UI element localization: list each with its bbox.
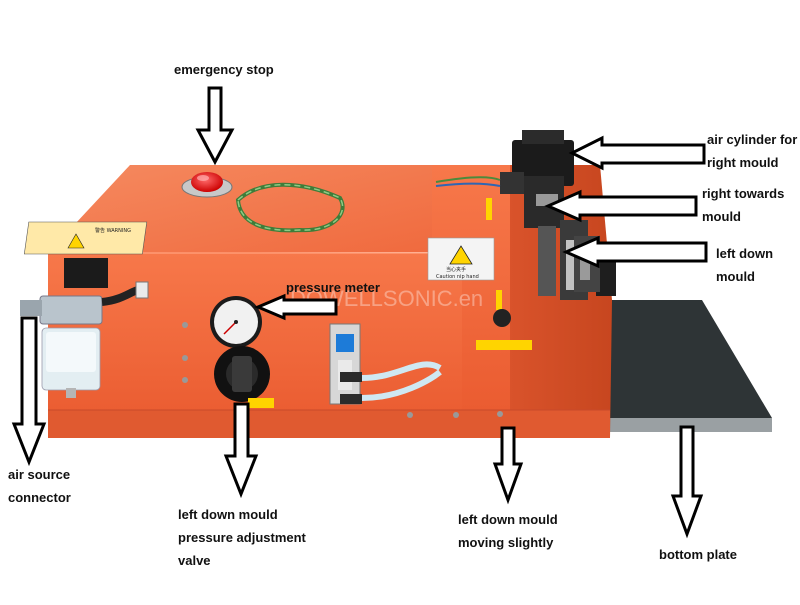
label-line: mould (716, 269, 755, 284)
label-tag (476, 340, 532, 350)
label-left-down: left down mould (716, 242, 773, 288)
caution-sign-text-en: Caution nip hand (436, 274, 479, 280)
pressure-adjustment-valve[interactable] (214, 346, 270, 402)
label-line: left down mould (178, 507, 278, 522)
label-line: pressure adjustment (178, 530, 306, 545)
label-emergency-stop: emergency stop (174, 62, 274, 77)
arrow-down-valve (223, 402, 259, 499)
caution-sign: 当心夹手 Caution nip hand (427, 237, 495, 281)
label-line: valve (178, 553, 211, 568)
screws (182, 322, 503, 418)
air-filter (20, 295, 103, 398)
label-line: right mould (707, 155, 779, 170)
caution-sign-text: 当心夹手 (446, 266, 466, 273)
label-pressure-valve: left down mould pressure adjustment valv… (178, 503, 306, 572)
label-right-towards: right towards mould (702, 182, 784, 228)
arrow-left-cylinder (568, 135, 706, 171)
arrow-left-pressure-meter (254, 293, 338, 321)
label-tag (248, 398, 274, 408)
emergency-stop-button[interactable] (181, 172, 233, 198)
pressure-meter (210, 296, 262, 348)
arrow-left-right-towards (544, 189, 698, 223)
arrows (11, 86, 708, 539)
label-line: air source (8, 467, 71, 482)
label-line: connector (8, 490, 71, 505)
label-tag (486, 198, 492, 220)
label-line: mould (702, 209, 741, 224)
label-line: air cylinder for (707, 132, 798, 147)
label-moving-slightly: left down mould moving slightly (458, 508, 558, 554)
arrow-down-air-source (11, 316, 47, 467)
label-tag (496, 290, 502, 310)
power-plug (64, 258, 108, 288)
mounting-hole (493, 309, 511, 327)
arrow-down-bottom-plate (670, 425, 704, 539)
warning-plate-text: 警告 WARNING (95, 227, 131, 234)
arrow-down-moving (492, 426, 524, 505)
label-line: moving slightly (458, 535, 554, 550)
arrow-left-left-down (562, 235, 708, 269)
label-air-source: air source connector (8, 463, 71, 509)
label-line: left down mould (458, 512, 558, 527)
label-air-cylinder: air cylinder for right mould (707, 128, 797, 174)
warning-plate: 警告 WARNING (23, 221, 148, 255)
air-cylinder (435, 130, 574, 194)
air-source-connector[interactable] (101, 281, 149, 306)
label-line: right towards (702, 186, 785, 201)
solenoid-valve (329, 323, 442, 405)
arrow-down-emergency (195, 86, 235, 166)
label-bottom-plate: bottom plate (659, 547, 737, 562)
label-pressure-meter: pressure meter (286, 280, 380, 295)
label-line: left down (716, 246, 774, 261)
